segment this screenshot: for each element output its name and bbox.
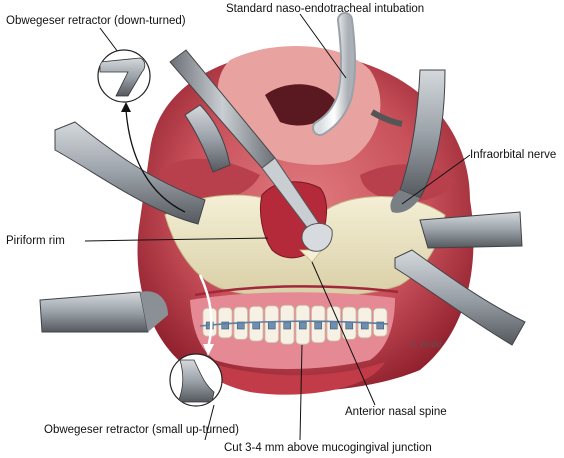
- dentition: [190, 285, 399, 395]
- orthodontic-bracket: [221, 321, 230, 330]
- inset-up-turned-retractor: [169, 353, 223, 407]
- label-naso-endotracheal-intubation: Standard naso-endotracheal intubation: [226, 3, 425, 15]
- label-anterior-nasal-spine: Anterior nasal spine: [345, 406, 447, 418]
- label-cut-above-mucogingival-junction: Cut 3-4 mm above mucogingival junction: [224, 442, 432, 454]
- label-retractor-down-turned: Obwegeser retractor (down-turned): [6, 15, 186, 27]
- orthodontic-bracket: [298, 321, 307, 330]
- orthodontic-bracket: [345, 321, 354, 330]
- inset-down-turned-retractor: [97, 49, 151, 103]
- orthodontic-bracket: [252, 321, 261, 330]
- orthodontic-bracket: [314, 321, 323, 330]
- label-piriform-rim: Piriform rim: [6, 235, 65, 247]
- naso-endotracheal-tube: [312, 12, 403, 136]
- orthodontic-bracket: [267, 321, 276, 330]
- arrow-to-up-turned-inset: [198, 274, 214, 356]
- orthodontic-bracket: [376, 321, 385, 330]
- label-infraorbital-nerve: Infraorbital nerve: [470, 149, 557, 161]
- artist-signature: S. Dodd: [410, 340, 442, 349]
- osteotome-instrument: [169, 49, 333, 252]
- obwegeser-retractors: [39, 69, 526, 346]
- label-retractor-small-up-turned: Obwegeser retractor (small up-turned): [44, 424, 239, 436]
- arrow-to-down-turned-inset: [121, 102, 186, 213]
- leader-lines: [84, 13, 471, 441]
- orthodontic-bracket: [283, 321, 292, 330]
- orthodontic-bracket: [329, 321, 338, 330]
